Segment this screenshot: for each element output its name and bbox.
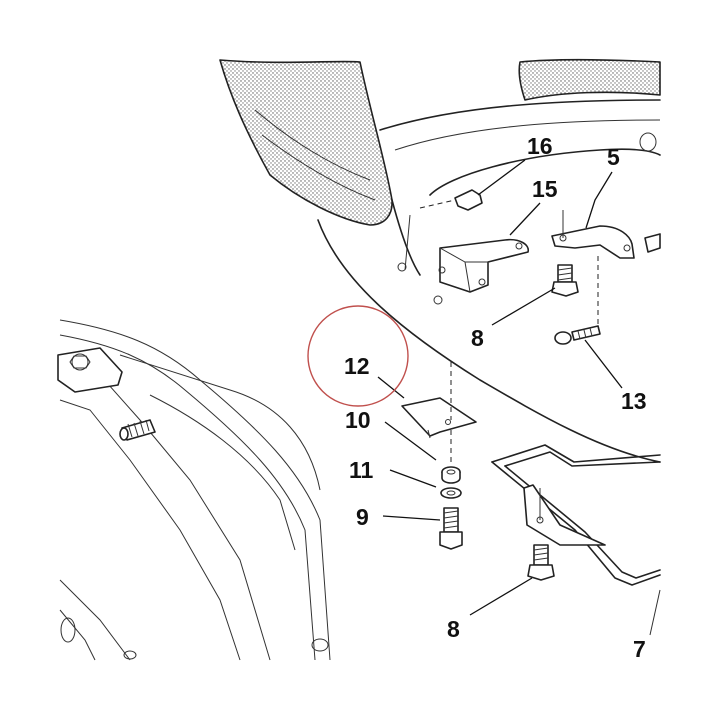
leader-lines	[377, 159, 623, 616]
washer-part-10	[441, 430, 461, 484]
callout-13: 13	[621, 388, 647, 414]
connector-part-16	[419, 189, 483, 211]
callout-15: 15	[532, 176, 558, 202]
chassis-frame	[57, 319, 331, 661]
plate-part-12	[401, 362, 477, 439]
callout-9: 9	[356, 504, 369, 530]
screw-part-8-upper	[551, 264, 579, 297]
bracket-part-15	[438, 238, 529, 293]
callout-16: 16	[527, 133, 553, 159]
callout-5: 5	[607, 144, 620, 170]
frame-part-7	[491, 444, 661, 636]
bolt-part-9	[439, 507, 463, 550]
body-housing	[219, 58, 661, 463]
bracket-part-5	[551, 210, 661, 259]
callout-7: 7	[633, 636, 646, 662]
screw-part-13	[554, 256, 601, 345]
washer-part-11	[440, 487, 462, 499]
callout-11: 11	[349, 457, 374, 483]
callout-12: 12	[344, 353, 370, 379]
callout-10: 10	[345, 407, 371, 433]
callout-labels: 16 5 15 8 12 13 10 11 9 8 7	[344, 133, 647, 662]
screw-part-8-lower	[527, 544, 555, 581]
callout-8-upper: 8	[471, 325, 484, 351]
callout-8-lower: 8	[447, 616, 460, 642]
highlight-circle	[307, 305, 409, 407]
